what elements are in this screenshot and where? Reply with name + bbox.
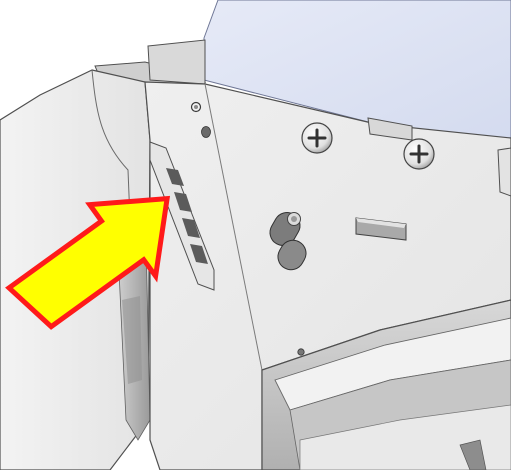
screw-head-right: [403, 138, 435, 170]
plate-bend-line: [204, 83, 263, 371]
screw-head-upper: [301, 122, 333, 154]
small-hole-top-inner: [194, 105, 198, 109]
callout-arrow: [5, 195, 171, 330]
small-hole-mid: [201, 126, 211, 138]
chute-detail: [459, 439, 487, 470]
rail-slot-1: [166, 168, 184, 186]
chute-floor: [299, 404, 511, 470]
rail-slot-3: [182, 218, 200, 238]
rail-slot-2: [174, 192, 192, 212]
rect-window: [355, 217, 407, 241]
oblong-slot-upper: [269, 212, 301, 246]
hinge-tab: [367, 117, 413, 141]
right-edge-bracket: [497, 147, 511, 197]
small-hole-bottom: [297, 348, 305, 356]
rail-slot-4: [190, 244, 208, 264]
rear-tab: [147, 39, 206, 85]
side-wall-fold: [91, 69, 139, 421]
oblong-slot-lower: [277, 239, 307, 271]
recess-deep-shadow: [122, 296, 142, 384]
